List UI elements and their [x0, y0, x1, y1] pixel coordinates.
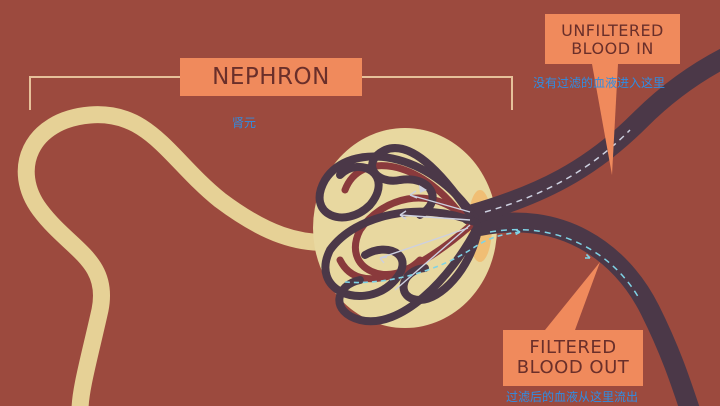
filtered-line-1: FILTERED [529, 337, 617, 358]
arrow-head-in [419, 185, 427, 193]
filtered-pointer [545, 262, 600, 330]
vessel-in [460, 48, 720, 225]
flow-in-line [484, 129, 631, 213]
nephron-label: NEPHRON [180, 58, 362, 96]
nephron-label-text: NEPHRON [212, 64, 330, 90]
unfiltered-line-1: UNFILTERED [561, 21, 664, 40]
unfiltered-blood-in-label: UNFILTERED BLOOD IN [545, 14, 680, 64]
flow-arrows-cyan [344, 227, 591, 284]
glomerulus-dark-loops [315, 144, 482, 326]
nephron-bracket [29, 76, 513, 110]
unfiltered-pointer [592, 64, 618, 175]
tubule [17, 106, 359, 406]
unfiltered-caption-cn: 没有过滤的血液进入这里 [533, 76, 666, 90]
flow-arrows-white [379, 190, 471, 291]
vessel-out [470, 212, 700, 406]
nephron-caption-cn: 肾元 [232, 116, 257, 130]
filtered-line-2: BLOOD OUT [516, 357, 630, 378]
unfiltered-line-2: BLOOD IN [571, 39, 654, 58]
filtered-blood-out-label: FILTERED BLOOD OUT [503, 330, 643, 386]
filtered-caption-cn: 过滤后的血液从这里流出 [506, 390, 639, 404]
flow-out-line [489, 228, 641, 301]
